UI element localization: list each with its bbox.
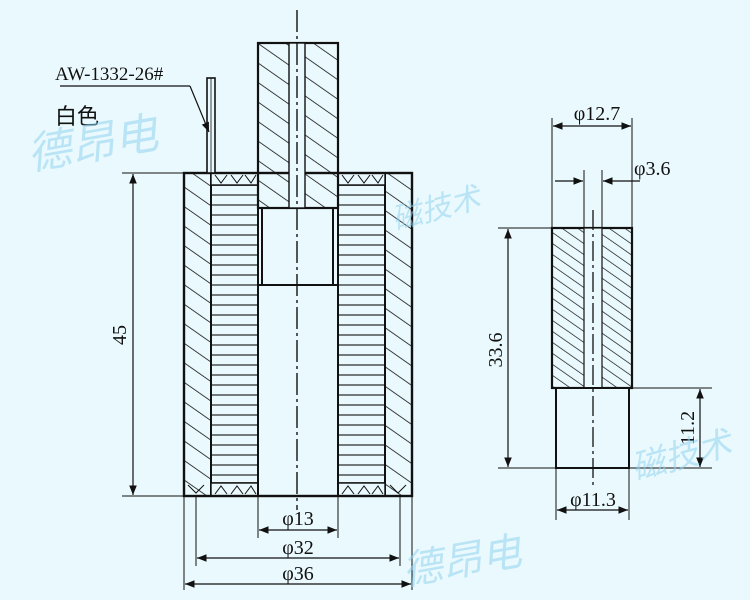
plunger-left [256,41,340,210]
dim-plunger-length [498,227,556,469]
dim-shaft-dia-label: φ3.6 [634,158,671,180]
dim-body-height [122,172,184,497]
wire-color-label: 白色 [55,105,99,130]
dim-body-height-label: 45 [109,325,131,345]
plunger-right [550,226,634,469]
dim-plunger-length-label: 33.6 [485,333,507,368]
dim-tip-dia [555,468,630,520]
dim-plunger-dia [551,118,633,228]
part-number-label: AW-1332-26# [55,64,164,85]
dim-bore-dia-label: φ13 [282,508,314,530]
dim-tip-dia-label: φ11.3 [570,489,616,511]
dim-coil-dia-label: φ32 [282,537,314,559]
lead-wire [60,77,216,174]
dim-tip-length [629,387,712,469]
dim-plunger-dia-label: φ12.7 [574,103,621,125]
dim-outer-dia-label: φ36 [282,563,314,585]
dim-tip-length-label: 11.2 [677,411,699,445]
dim-shaft-dia [555,170,640,228]
